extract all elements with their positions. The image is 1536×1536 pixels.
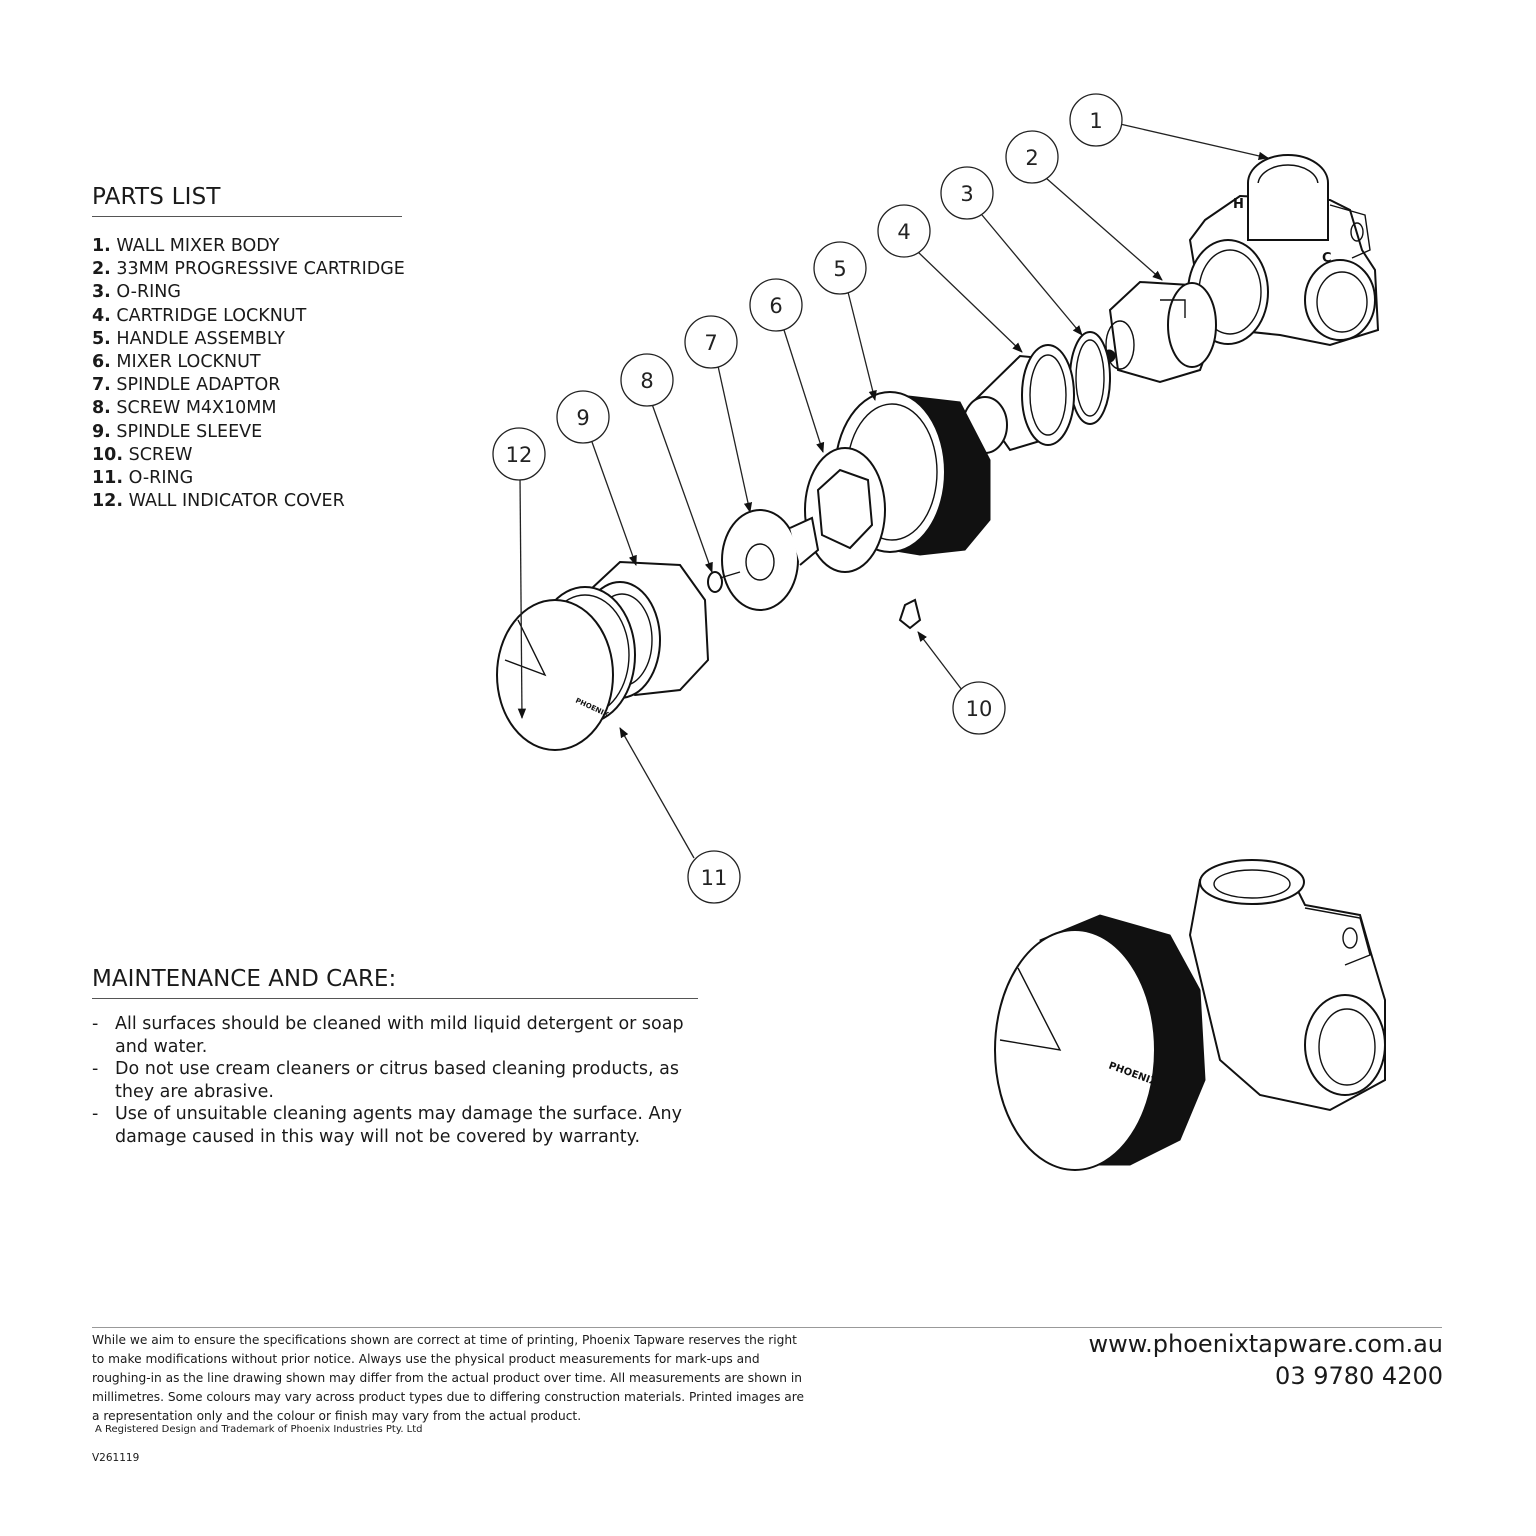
- maintenance-list: -All surfaces should be cleaned with mil…: [92, 1013, 698, 1148]
- parts-list-item: 8. SCREW M4X10MM: [92, 398, 277, 419]
- svg-text:11: 11: [701, 866, 728, 890]
- parts-list-item: 12. WALL INDICATOR COVER: [92, 491, 345, 512]
- svg-text:1: 1: [1089, 109, 1102, 133]
- callout-7: 7: [684, 315, 738, 369]
- maintenance-item: -Do not use cream cleaners or citrus bas…: [92, 1059, 679, 1102]
- spindle-adaptor: [721, 509, 820, 611]
- svg-text:5: 5: [833, 257, 846, 281]
- parts-list-item: 5. HANDLE ASSEMBLY: [92, 328, 285, 349]
- callout-1: 1: [1069, 93, 1123, 147]
- svg-text:9: 9: [576, 406, 589, 430]
- parts-list-item: 11. O-RING: [92, 468, 194, 489]
- o-ring-3: [1069, 331, 1111, 425]
- mixer-locknut: [804, 447, 886, 573]
- parts-list-title: PARTS LIST: [92, 184, 402, 217]
- maintenance-section: MAINTENANCE AND CARE: -All surfaces shou…: [92, 966, 698, 1148]
- svg-text:3: 3: [960, 182, 973, 206]
- parts-list-item: 10. SCREW: [92, 444, 193, 465]
- cold-mark: C: [1322, 251, 1332, 266]
- maintenance-item: -Use of unsuitable cleaning agents may d…: [92, 1104, 682, 1147]
- parts-list-items: 1. WALL MIXER BODY 2. 33MM PROGRESSIVE C…: [92, 235, 405, 513]
- callout-4: 4: [877, 204, 931, 258]
- assembled-view: PHOENIX: [994, 859, 1386, 1171]
- svg-text:8: 8: [640, 369, 653, 393]
- disclaimer: While we aim to ensure the specification…: [92, 1333, 805, 1423]
- footer-divider: [92, 1327, 1442, 1328]
- parts-list-item: 3. O-RING: [92, 282, 181, 303]
- handle-assembly: [834, 391, 991, 556]
- leader-lines: [517, 123, 1270, 859]
- callout-11: 11: [687, 850, 741, 904]
- svg-text:7: 7: [704, 331, 717, 355]
- screw-8: [707, 571, 741, 593]
- wall-indicator-cover: PHOENIX: [496, 599, 614, 751]
- hot-mark: H: [1233, 197, 1244, 212]
- callout-2: 2: [1005, 130, 1059, 184]
- callout-10: 10: [952, 681, 1006, 735]
- svg-text:6: 6: [769, 294, 782, 318]
- screw-10: [898, 598, 922, 630]
- cartridge-locknut: [962, 344, 1075, 454]
- parts-list-item: 2. 33MM PROGRESSIVE CARTRIDGE: [92, 259, 405, 280]
- callout-12: 12: [492, 427, 546, 481]
- maintenance-title: MAINTENANCE AND CARE:: [92, 966, 698, 999]
- parts-list: PARTS LIST 1. WALL MIXER BODY 2. 33MM PR…: [92, 184, 405, 513]
- parts-list-item: 4. CARTRIDGE LOCKNUT: [92, 305, 307, 326]
- callout-9: 9: [556, 390, 610, 444]
- svg-text:4: 4: [897, 220, 910, 244]
- registered-trademark: A Registered Design and Trademark of Pho…: [95, 1424, 423, 1435]
- callout-6: 6: [749, 278, 803, 332]
- contact-block: www.phoenixtapware.com.au 03 9780 4200: [1088, 1328, 1443, 1392]
- svg-text:12: 12: [506, 443, 533, 467]
- parts-list-item: 7. SPINDLE ADAPTOR: [92, 375, 281, 396]
- parts-list-item: 6. MIXER LOCKNUT: [92, 352, 261, 373]
- maintenance-item: -All surfaces should be cleaned with mil…: [92, 1014, 684, 1057]
- website-link[interactable]: www.phoenixtapware.com.au: [1088, 1330, 1443, 1358]
- callout-3: 3: [940, 166, 994, 220]
- callout-8: 8: [620, 353, 674, 407]
- version-code: V261119: [92, 1452, 140, 1464]
- parts-list-item: 1. WALL MIXER BODY: [92, 236, 280, 256]
- parts-list-item: 9. SPINDLE SLEEVE: [92, 421, 263, 442]
- svg-text:10: 10: [966, 697, 993, 721]
- wall-mixer-body: H C: [1187, 154, 1380, 347]
- phone-number: 03 9780 4200: [1275, 1362, 1443, 1390]
- callout-5: 5: [813, 241, 867, 295]
- svg-text:2: 2: [1025, 146, 1038, 170]
- cartridge: [1102, 280, 1217, 384]
